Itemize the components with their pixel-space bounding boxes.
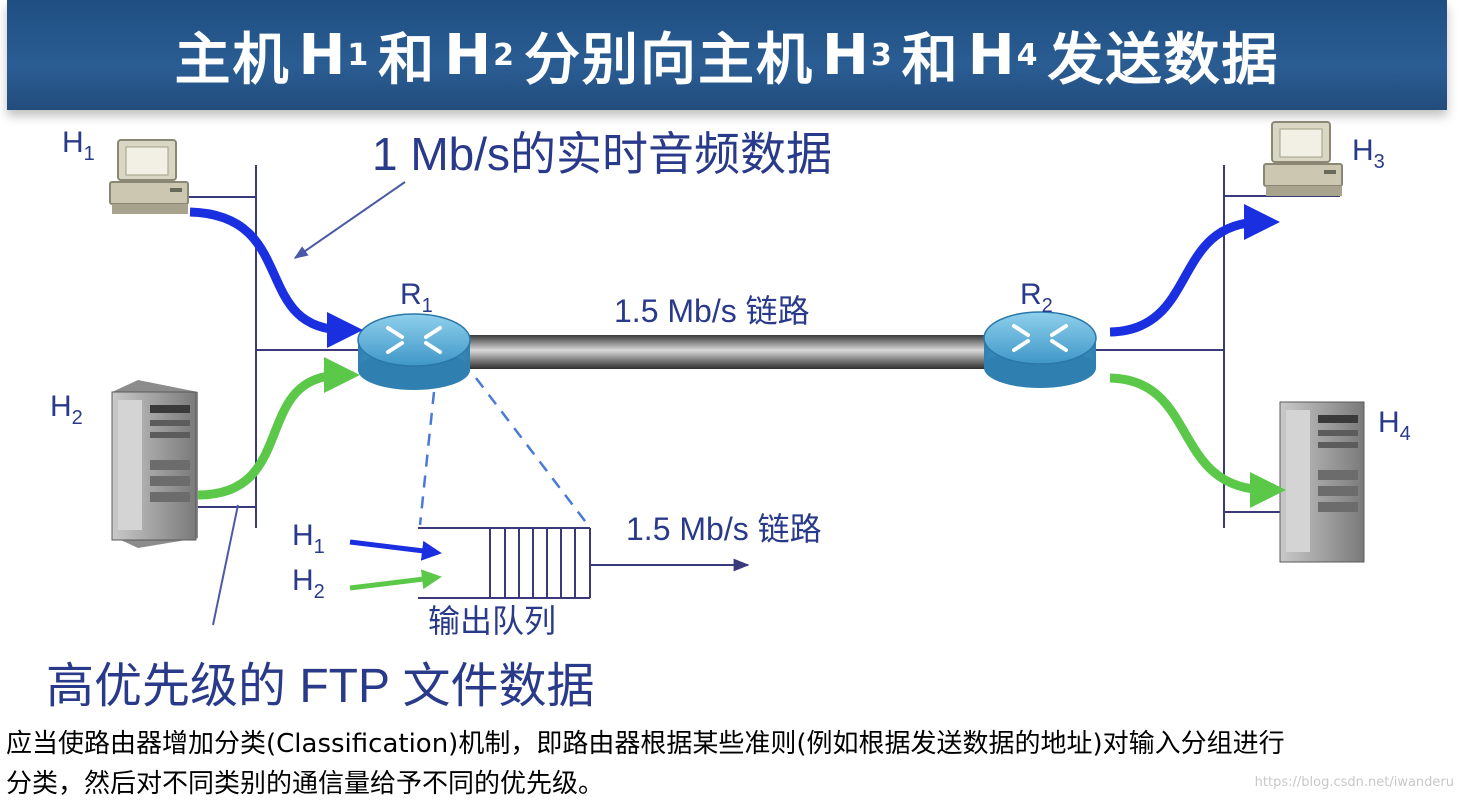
audio-flow-in [189,207,363,348]
link-queue-label: 1.5 Mb/s 链路 [626,511,822,547]
main-link [455,335,995,369]
r2-router-icon [983,311,1097,388]
ftp-label: 高优先级的 FTP 文件数据 [46,660,594,713]
h4-server-icon [1279,401,1365,563]
h3-label: H3 [1352,134,1385,173]
banner-host-1-sub: 1 [347,37,371,73]
r1-router-icon [357,313,471,390]
r2-label: R2 [1020,278,1053,317]
output-queue [418,527,591,599]
banner-text-3: 发送数据 [1047,27,1280,93]
audio-pointer [293,181,406,259]
queue-h1-label: H1 [292,519,325,558]
h1-computer-icon [109,139,189,214]
banner-host-4: H [967,22,1017,88]
zoom-line-right [475,377,589,526]
h2-server-icon [111,380,198,548]
watermark: https://blog.csdn.net/iwanderu [1254,775,1454,790]
banner-host-3-sub: 3 [870,37,894,73]
output-queue-label: 输出队列 [428,603,556,639]
queue-h2-label: H2 [292,564,325,603]
h1-label: H1 [62,126,95,165]
h3-computer-icon [1263,121,1343,196]
link-top-label: 1.5 Mb/s 链路 [614,293,810,329]
banner-host-3: H [822,22,871,88]
banner-and-1: 和 [378,27,437,93]
banner-and-2: 和 [901,27,960,93]
caption-line-1: 应当使路由器增加分类(Classification)机制，即路由器根据某些准则(… [6,729,1285,759]
ftp-flow-out [1109,373,1286,508]
h4-label: H4 [1378,406,1411,445]
h2-label: H2 [50,390,83,429]
queue-h2-arrow [349,569,442,591]
zoom-line-left [418,391,436,526]
banner-host-2-sub: 2 [493,37,516,73]
queue-h1-arrow [349,539,442,561]
banner-text-2: 分别向主机 [524,27,814,93]
audio-flow-out [1109,204,1280,337]
realtime-audio-label: 1 Mb/s的实时音频数据 [372,128,832,180]
banner-host-2: H [444,22,494,88]
r1-label: R1 [400,278,433,317]
caption-line-2: 分类，然后对不同类别的通信量给予不同的优先级。 [6,769,605,799]
banner-host-4-sub: 4 [1016,37,1040,73]
banner-host-1: H [298,22,348,88]
ftp-flow-in [197,357,360,500]
ftp-pointer [212,504,239,626]
banner-text-1: 主机 [174,27,291,93]
